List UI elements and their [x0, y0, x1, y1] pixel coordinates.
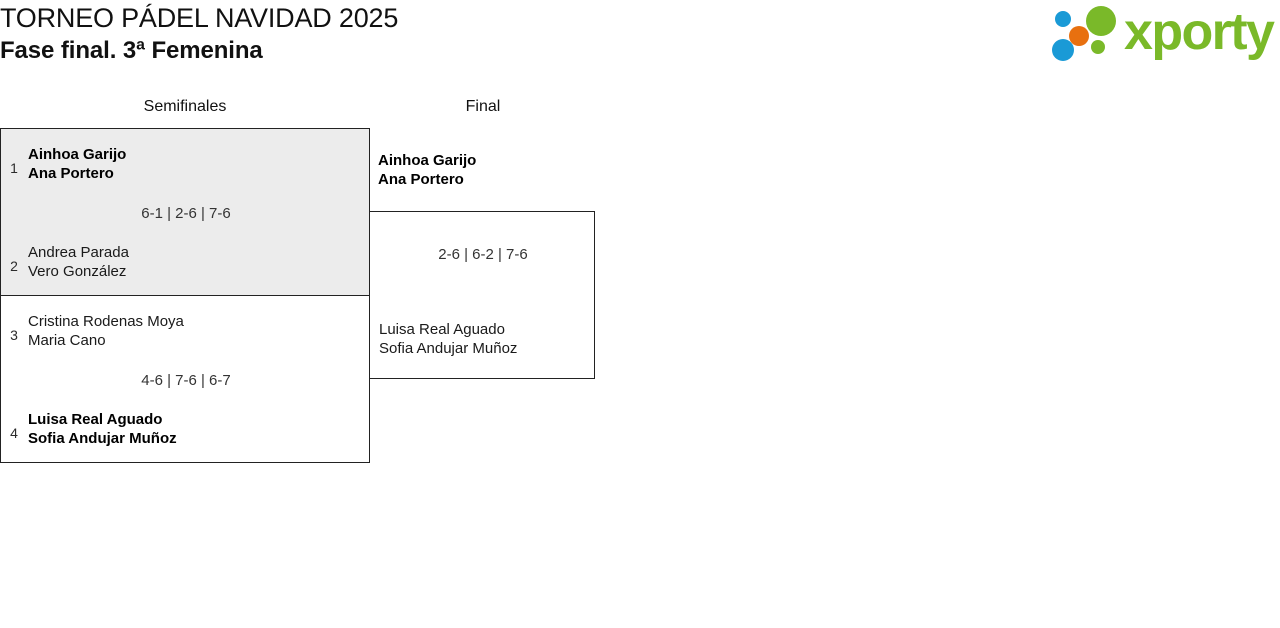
match-score: 2-6 | 6-2 | 7-6	[438, 246, 528, 263]
team-names: Andrea Parada Vero González	[28, 243, 364, 281]
match-team[interactable]: 3 Cristina Rodenas Moya Maria Cano	[1, 312, 371, 358]
player-name: Sofia Andujar Muñoz	[379, 340, 518, 357]
player-name: Sofia Andujar Muñoz	[28, 430, 177, 447]
team-seed: 4	[10, 425, 18, 441]
team-names: Luisa Real Aguado Sofia Andujar Muñoz	[28, 410, 364, 448]
blue-dot-top-icon	[1055, 11, 1071, 27]
team-seed: 2	[10, 258, 18, 274]
blue-dot-bottom-icon	[1052, 39, 1074, 61]
player-name: Ana Portero	[378, 171, 464, 188]
logo-dots-icon	[1050, 6, 1128, 64]
player-name: Ana Portero	[28, 165, 114, 182]
player-name: Cristina Rodenas Moya	[28, 313, 184, 330]
match-score: 4-6 | 7-6 | 6-7	[141, 372, 231, 389]
match-team[interactable]: 1 Ainhoa Garijo Ana Portero	[1, 145, 371, 191]
team-names: Ainhoa Garijo Ana Portero	[28, 145, 364, 183]
match-team[interactable]: 4 Luisa Real Aguado Sofia Andujar Muñoz	[1, 410, 371, 456]
match-team[interactable]: 2 Andrea Parada Vero González	[1, 243, 371, 289]
phase-name: Fase final. 3ª Femenina	[0, 37, 263, 64]
team-seed: 3	[10, 327, 18, 343]
match-semifinal-2[interactable]: 3 Cristina Rodenas Moya Maria Cano 4-6 |…	[0, 295, 370, 463]
player-name: Luisa Real Aguado	[28, 411, 163, 428]
team-names: Cristina Rodenas Moya Maria Cano	[28, 312, 364, 350]
player-name: Vero González	[28, 263, 127, 280]
round-header-semifinales: Semifinales	[143, 98, 227, 115]
page-title: TORNEO PÁDEL NAVIDAD 2025 Fase final. 3ª…	[0, 2, 700, 66]
match-score: 6-1 | 2-6 | 7-6	[141, 205, 231, 222]
round-header-final: Final	[465, 98, 501, 115]
logo-wordmark: xporty	[1124, 3, 1275, 61]
semifinals-column: 1 Ainhoa Garijo Ana Portero 6-1 | 2-6 | …	[0, 128, 370, 464]
player-name: Ainhoa Garijo	[28, 146, 127, 163]
player-name: Andrea Parada	[28, 244, 129, 261]
final-winner-team[interactable]: Ainhoa Garijo Ana Portero	[378, 151, 588, 189]
player-name: Maria Cano	[28, 332, 106, 349]
team-seed: 1	[10, 160, 18, 176]
green-dot-large-icon	[1086, 6, 1116, 36]
xporty-logo[interactable]: xporty	[1050, 3, 1276, 66]
match-final[interactable]: 2-6 | 6-2 | 7-6 Luisa Real Aguado Sofia …	[369, 211, 595, 379]
green-dot-small-icon	[1091, 40, 1105, 54]
final-loser-team[interactable]: Luisa Real Aguado Sofia Andujar Muñoz	[379, 320, 593, 358]
orange-dot-icon	[1069, 26, 1089, 46]
player-name: Luisa Real Aguado	[379, 321, 505, 338]
match-semifinal-1[interactable]: 1 Ainhoa Garijo Ana Portero 6-1 | 2-6 | …	[0, 128, 370, 296]
player-name: Ainhoa Garijo	[378, 152, 477, 169]
tournament-name: TORNEO PÁDEL NAVIDAD 2025	[0, 3, 399, 33]
